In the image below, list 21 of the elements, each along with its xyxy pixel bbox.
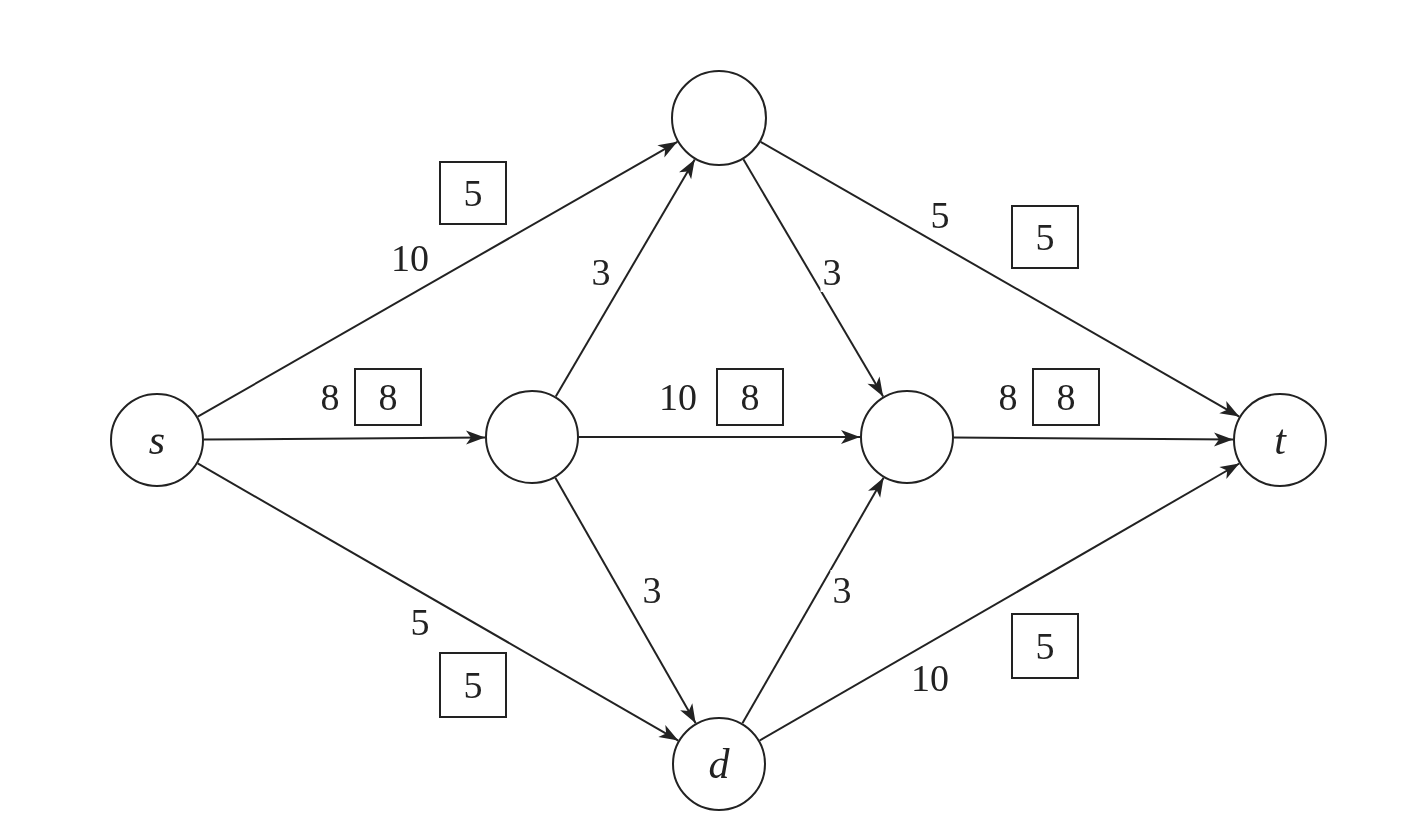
flow-value-box: 5: [1011, 205, 1079, 269]
arrow: [196, 140, 679, 418]
flow-value-box: 8: [354, 368, 422, 426]
flow-value-box: 8: [1032, 368, 1100, 426]
arrow: [742, 158, 885, 398]
arrow: [554, 158, 696, 398]
flow-value-box: 5: [439, 652, 507, 718]
vertex-circle: t: [1233, 393, 1327, 487]
arrow: [758, 462, 1241, 742]
arrow: [741, 476, 885, 725]
arrow: [759, 140, 1241, 418]
arrow: [196, 462, 680, 742]
arrow: [203, 430, 486, 445]
arrow: [578, 430, 861, 444]
flow-value-box: 5: [1011, 613, 1079, 679]
vertex-circle: s: [110, 393, 204, 487]
flow-value-box: 8: [716, 368, 784, 426]
arrow: [554, 476, 697, 725]
arrow: [953, 432, 1234, 447]
vertex-circle: d: [672, 717, 766, 811]
flow-value-box: 5: [439, 161, 507, 225]
